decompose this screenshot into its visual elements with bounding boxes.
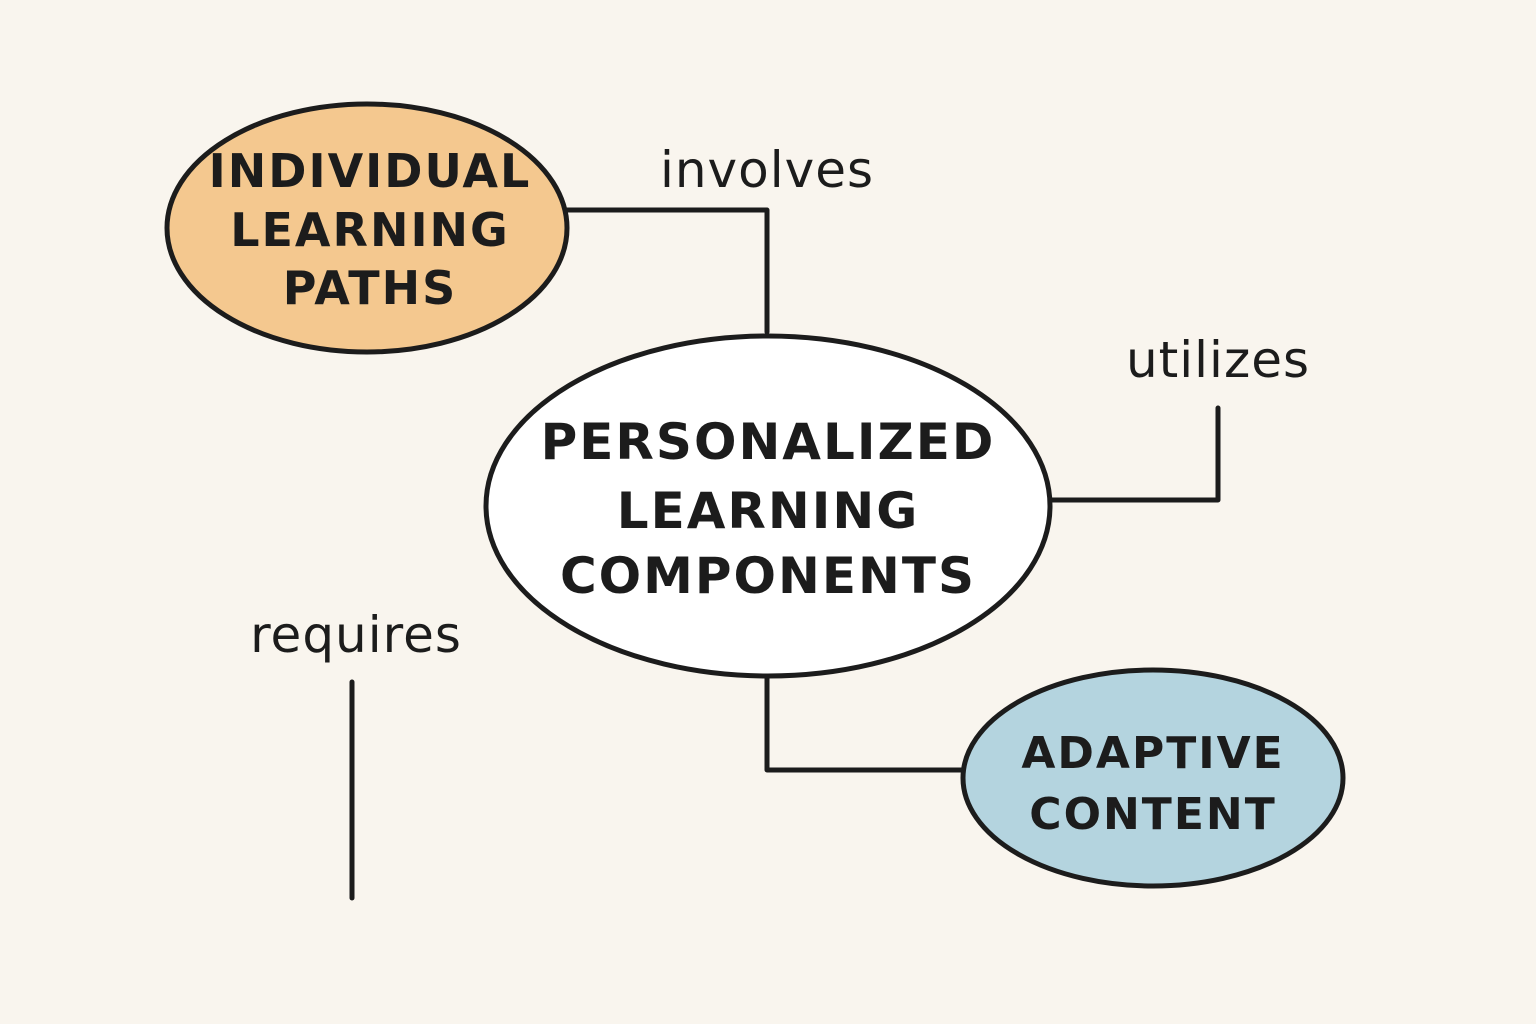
edge-label-utilizes: utilizes: [1126, 331, 1310, 389]
node-personalized-line-2: LEARNING: [617, 482, 920, 540]
node-personalized-line-3: COMPONENTS: [560, 547, 976, 605]
node-individual-line-2: LEARNING: [230, 203, 510, 257]
connector-utilizes: [1049, 405, 1221, 503]
node-personalized-line-1: PERSONALIZED: [541, 413, 996, 471]
connector-adaptive: [764, 672, 968, 773]
node-adaptive-ellipse: [960, 667, 1346, 889]
node-individual-line-3: PATHS: [283, 261, 458, 315]
node-personalized-ellipse: [483, 333, 1053, 679]
node-adaptive-line-1: ADAPTIVE: [1021, 728, 1284, 779]
connector-involves: [563, 207, 770, 335]
node-individual-ellipse: [164, 101, 570, 355]
node-adaptive-content[interactable]: ADAPTIVE CONTENT: [960, 667, 1346, 889]
node-personalized-learning-components[interactable]: PERSONALIZED LEARNING COMPONENTS: [483, 333, 1053, 679]
edge-label-requires: requires: [250, 606, 462, 664]
node-individual-learning-paths[interactable]: INDIVIDUAL LEARNING PATHS: [164, 101, 570, 355]
node-adaptive-line-2: CONTENT: [1029, 789, 1276, 840]
edge-label-involves: involves: [660, 141, 874, 199]
node-individual-line-1: INDIVIDUAL: [209, 144, 532, 198]
